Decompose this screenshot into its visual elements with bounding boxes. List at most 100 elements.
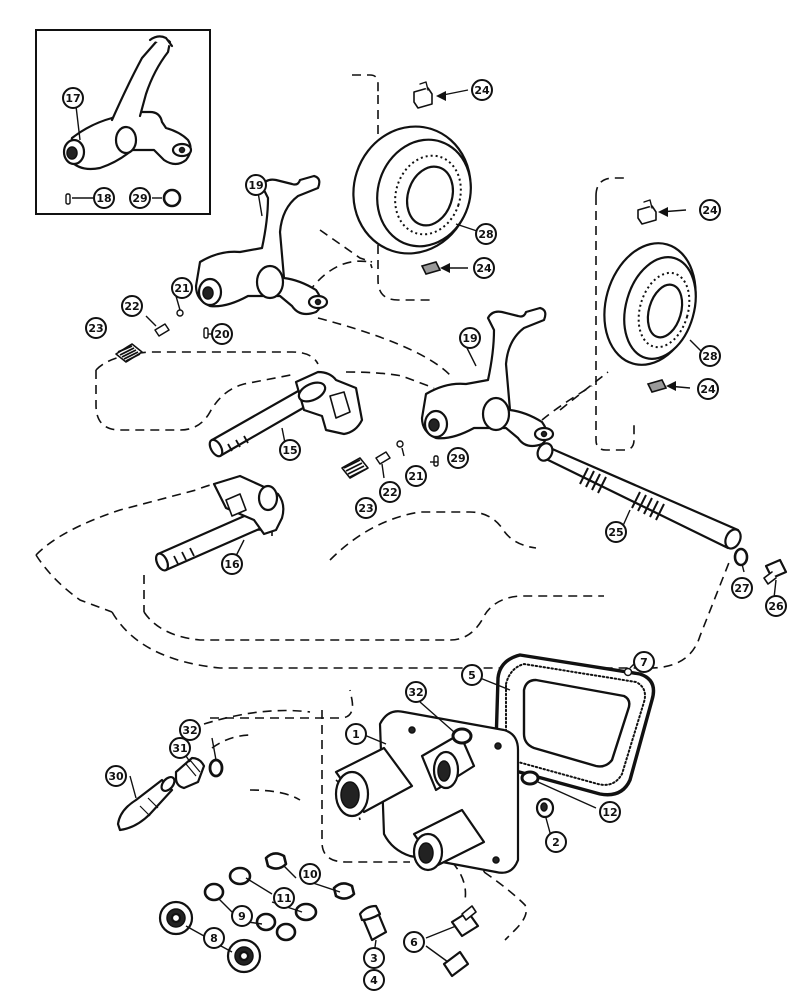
synchro-ring-28-lower	[603, 242, 697, 366]
callout-c26: 26	[765, 595, 787, 617]
callout-circle	[471, 79, 493, 101]
shim-10-a	[264, 852, 288, 870]
callout-number: 3	[370, 952, 378, 965]
callout-c24b: 24	[473, 257, 495, 279]
callout-c22a: 22	[121, 295, 143, 317]
callout-c22b: 22	[379, 481, 401, 503]
callout-c15: 15	[279, 439, 301, 461]
plug-6-b	[442, 950, 470, 978]
callout-c31: 31	[169, 737, 191, 759]
callout-number: 30	[108, 770, 124, 783]
callout-c32a: 32	[405, 681, 427, 703]
callout-circle	[121, 295, 143, 317]
callout-c4: 4	[363, 969, 385, 991]
washer-29	[162, 188, 182, 208]
callout-c7: 7	[633, 651, 655, 673]
callout-number: 16	[224, 558, 240, 571]
callout-c9: 9	[231, 905, 253, 927]
washer-11-b	[294, 902, 318, 922]
detent-ball-21-lower	[396, 440, 404, 448]
callout-circle	[62, 87, 84, 109]
callout-number: 1	[352, 728, 360, 741]
spring-23-lower	[341, 457, 369, 479]
callout-circle	[245, 174, 267, 196]
callout-circle	[355, 497, 377, 519]
shift-fork-17	[62, 35, 193, 171]
snap-ring-9-b	[255, 912, 277, 932]
bolt-26	[763, 558, 788, 585]
cover-1	[334, 710, 520, 874]
callout-c1: 1	[345, 723, 367, 745]
bushing-2	[535, 797, 555, 819]
pin-18	[65, 193, 71, 205]
shim-10-b	[332, 882, 356, 900]
key-24-b	[420, 261, 442, 275]
callout-c21b: 21	[405, 465, 427, 487]
inset-box	[35, 29, 211, 215]
callout-number: 19	[248, 179, 263, 192]
callout-number: 22	[124, 300, 139, 313]
callout-circle	[599, 801, 621, 823]
callout-c2: 2	[545, 831, 567, 853]
shift-shaft-15	[208, 370, 364, 458]
shift-fork-19-upper	[194, 174, 329, 316]
callout-circle	[447, 447, 469, 469]
callout-number: 31	[172, 742, 187, 755]
callout-c19b: 19	[459, 327, 481, 349]
callout-c23a: 23	[85, 317, 107, 339]
callout-c30: 30	[105, 765, 127, 787]
callout-circle	[699, 345, 721, 367]
assembly-guide-lines	[35, 74, 731, 941]
callout-circle	[605, 521, 627, 543]
plunger-22-upper	[154, 323, 170, 337]
callout-circle	[299, 863, 321, 885]
callout-number: 4	[370, 974, 378, 987]
callout-c28a: 28	[475, 223, 497, 245]
callout-c12: 12	[599, 801, 621, 823]
callout-number: 28	[702, 350, 717, 363]
callout-c24d: 24	[697, 378, 719, 400]
callout-circle	[105, 765, 127, 787]
callout-circle	[345, 723, 367, 745]
callout-circle	[475, 223, 497, 245]
synchro-ring-28-upper	[352, 125, 472, 255]
callout-number: 24	[476, 262, 492, 275]
callout-number: 11	[276, 892, 291, 905]
callout-c18: 18	[93, 187, 115, 209]
pin-29	[433, 455, 439, 467]
detent-ball-21-upper	[176, 309, 184, 317]
callout-number: 5	[468, 669, 476, 682]
callout-number: 28	[478, 228, 493, 241]
spring-23-upper	[115, 343, 143, 363]
callout-number: 27	[734, 582, 749, 595]
key-24-a	[413, 81, 433, 109]
callout-circle	[273, 887, 295, 909]
callout-circle	[461, 664, 483, 686]
callout-number: 9	[238, 910, 246, 923]
callout-number: 24	[700, 383, 716, 396]
seal-8-b	[226, 938, 262, 974]
washer-12-top	[451, 727, 473, 745]
callout-number: 24	[474, 84, 490, 97]
shift-fork-19-lower	[420, 306, 555, 448]
callout-c32b: 32	[179, 719, 201, 741]
callout-circle	[169, 737, 191, 759]
bolt-3	[358, 904, 388, 942]
callout-c17: 17	[62, 87, 84, 109]
callout-number: 26	[768, 600, 784, 613]
washer-11-c	[275, 922, 297, 942]
callout-c29b: 29	[447, 447, 469, 469]
callout-circle	[633, 651, 655, 673]
plug-6-a	[450, 905, 480, 938]
callout-number: 32	[408, 686, 423, 699]
callout-c28b: 28	[699, 345, 721, 367]
lock-washer-27	[733, 547, 749, 567]
callout-number: 22	[382, 486, 397, 499]
pin-20	[203, 327, 209, 339]
callout-c19a: 19	[245, 174, 267, 196]
callout-c21a: 21	[171, 277, 193, 299]
switch-31	[174, 756, 206, 790]
callout-c25: 25	[605, 521, 627, 543]
